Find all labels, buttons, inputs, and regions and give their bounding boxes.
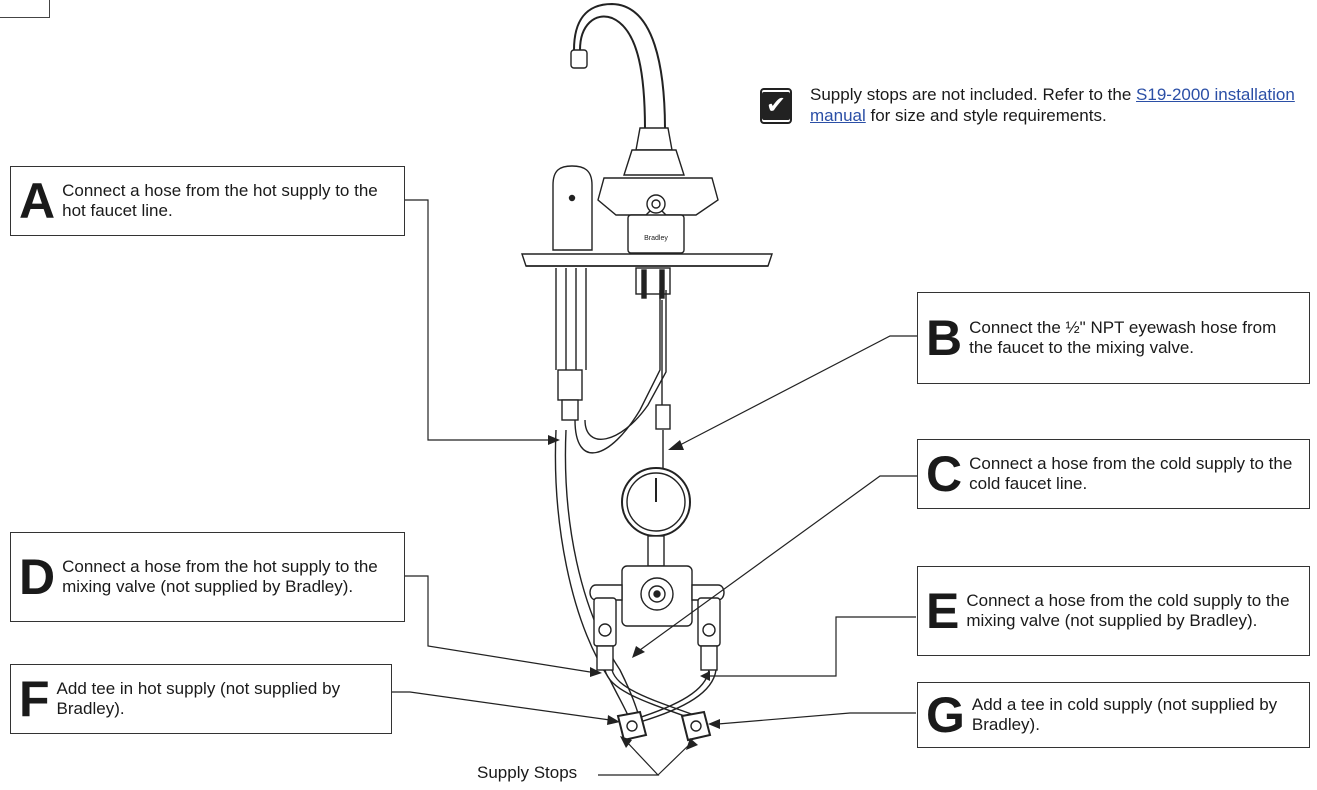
- callout-g-letter: G: [926, 687, 965, 743]
- note-text-after: for size and style requirements.: [865, 106, 1107, 125]
- supply-stop-left: [616, 710, 648, 742]
- callout-b-letter: B: [926, 310, 962, 366]
- faucet-body: [597, 127, 719, 254]
- leader-c: [639, 475, 918, 651]
- leader-g: [717, 712, 916, 725]
- callout-a-text: Connect a hose from the hot supply to th…: [62, 181, 378, 220]
- supply-stops-note: ✔ Supply stops are not included. Refer t…: [760, 84, 1300, 126]
- corner-frame: [0, 0, 50, 18]
- faucet-spout: [570, 2, 666, 131]
- leader-b: [679, 335, 918, 446]
- checkmark-icon: ✔: [760, 88, 792, 124]
- callout-b-text: Connect the ½" NPT eyewash hose from the…: [969, 318, 1277, 357]
- note-text: Supply stops are not included. Refer to …: [810, 84, 1300, 126]
- leader-d: [405, 575, 591, 673]
- callout-g-text: Add a tee in cold supply (not supplied b…: [971, 695, 1278, 734]
- mixing-valve: [589, 565, 725, 671]
- leader-e: [710, 616, 916, 677]
- leader-a: [404, 199, 548, 441]
- pressure-gauge: [621, 467, 691, 567]
- deck-plate: [521, 253, 773, 267]
- callout-f-text: Add tee in hot supply (not supplied by B…: [56, 679, 341, 718]
- callout-e: E Connect a hose from the cold supply to…: [917, 566, 1310, 656]
- faucet-brand-text: Bradley: [644, 235, 668, 242]
- callout-f: F Add tee in hot supply (not supplied by…: [10, 664, 392, 734]
- callout-e-text: Connect a hose from the cold supply to t…: [966, 591, 1290, 630]
- callout-c: C Connect a hose from the cold supply to…: [917, 439, 1310, 509]
- callout-g: G Add a tee in cold supply (not supplied…: [917, 682, 1310, 748]
- callout-a: A Connect a hose from the hot supply to …: [10, 166, 405, 236]
- leader-f: [392, 691, 611, 721]
- callout-f-letter: F: [19, 671, 50, 727]
- callout-a-letter: A: [19, 173, 55, 229]
- side-sprayer-cylinder: [552, 165, 593, 251]
- supply-stops-label: Supply Stops: [477, 763, 578, 782]
- callout-d-text: Connect a hose from the hot supply to th…: [62, 557, 378, 596]
- callout-b: B Connect the ½" NPT eyewash hose from t…: [917, 292, 1310, 384]
- callout-c-letter: C: [926, 446, 962, 502]
- callout-c-text: Connect a hose from the cold supply to t…: [969, 454, 1293, 493]
- supply-stop-right: [680, 710, 712, 742]
- faucet-supply-lines: [554, 268, 667, 721]
- callout-e-letter: E: [926, 583, 959, 639]
- callout-d: D Connect a hose from the hot supply to …: [10, 532, 405, 622]
- note-text-before: Supply stops are not included. Refer to …: [810, 85, 1137, 104]
- callout-d-letter: D: [19, 549, 55, 605]
- installation-manual-link[interactable]: S19-2000 installation manual: [810, 85, 1295, 125]
